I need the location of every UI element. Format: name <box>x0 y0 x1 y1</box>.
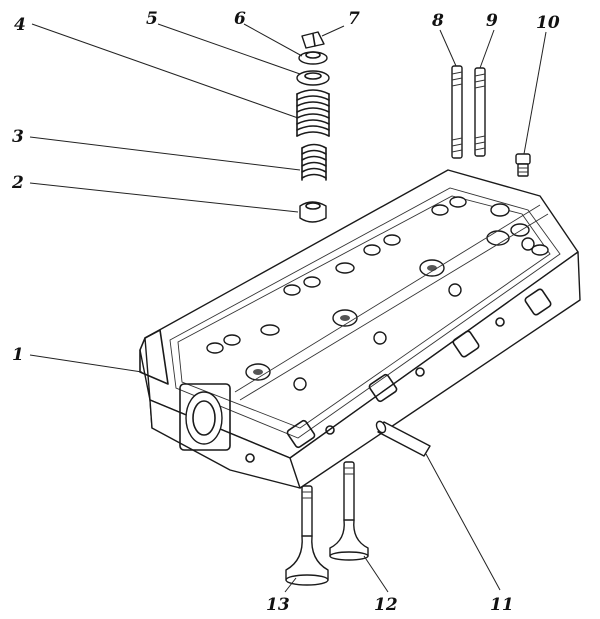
callout-10: 10 <box>536 13 560 33</box>
dowel-pin <box>375 420 431 457</box>
callout-11: 11 <box>490 595 514 615</box>
leader-2 <box>29 182 299 213</box>
callout-13: 13 <box>266 595 290 615</box>
callout-labels: 1 2 3 4 5 6 7 8 9 10 11 12 13 <box>11 9 560 615</box>
studs <box>451 65 486 159</box>
callout-1: 1 <box>12 345 24 365</box>
leader-7 <box>321 25 345 37</box>
valves <box>285 461 369 586</box>
plug <box>515 153 531 177</box>
leader-12 <box>363 555 389 593</box>
callout-6: 6 <box>234 9 246 29</box>
callout-9: 9 <box>486 11 498 31</box>
leader-11 <box>425 453 501 591</box>
callout-4: 4 <box>14 15 26 35</box>
callout-7: 7 <box>348 9 360 29</box>
leader-5 <box>157 23 301 75</box>
leader-8 <box>439 29 457 67</box>
cylinder-head <box>139 169 581 489</box>
callout-3: 3 <box>12 127 24 147</box>
leader-4 <box>31 23 299 119</box>
leader-3 <box>29 136 301 171</box>
leader-10 <box>523 31 547 155</box>
leader-9 <box>479 29 495 69</box>
callout-2: 2 <box>11 173 24 193</box>
leader-13 <box>284 577 297 593</box>
leader-1 <box>29 354 143 373</box>
callout-8: 8 <box>431 11 444 31</box>
callout-5: 5 <box>146 9 158 29</box>
valve-spring-assembly <box>296 31 330 223</box>
leader-lines <box>29 23 547 593</box>
callout-12: 12 <box>374 595 398 615</box>
leader-6 <box>243 23 303 57</box>
